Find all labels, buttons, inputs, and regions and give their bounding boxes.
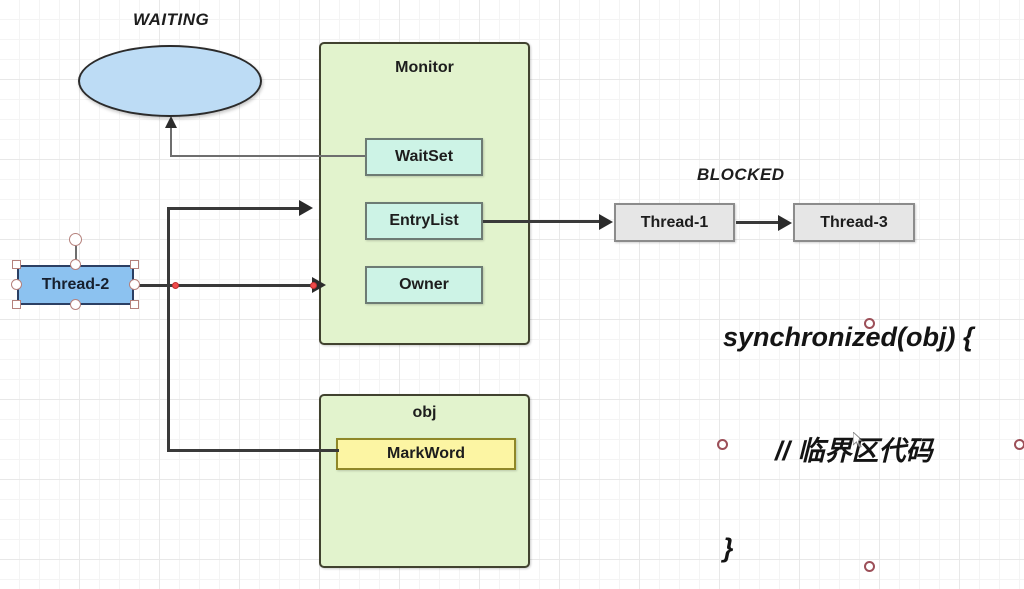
code-block-handle-left[interactable] bbox=[717, 439, 728, 450]
obj-slot-markword-label: MarkWord bbox=[387, 445, 465, 462]
obj-container[interactable]: obj bbox=[319, 394, 530, 568]
obj-title: obj bbox=[412, 404, 437, 421]
connector-trunk-vertical bbox=[167, 207, 170, 452]
monitor-slot-entrylist-label: EntryList bbox=[389, 212, 459, 229]
connector-thread2-to-owner-line bbox=[134, 284, 314, 287]
code-block-handle-bottom[interactable] bbox=[864, 561, 875, 572]
connector-waitset-to-waiting-horizontal bbox=[170, 155, 365, 157]
selection-handle-bottom-center[interactable] bbox=[70, 299, 81, 310]
connector-thread2-to-entrylist-horizontal bbox=[167, 207, 300, 210]
thread-box-thread-1-label: Thread-1 bbox=[640, 213, 709, 231]
code-line-closing-brace: } bbox=[723, 533, 734, 563]
selection-handle-top-center[interactable] bbox=[70, 259, 81, 270]
selection-handle-bottom-right[interactable] bbox=[130, 300, 139, 309]
rotation-handle-stem bbox=[75, 246, 77, 265]
connector-thread2-to-entrylist-arrowhead bbox=[299, 200, 313, 216]
thread-box-thread-3[interactable]: Thread-3 bbox=[793, 203, 915, 242]
selection-handle-top-right[interactable] bbox=[130, 260, 139, 269]
code-block-handle-right[interactable] bbox=[1014, 439, 1024, 450]
state-label-waiting: WAITING bbox=[133, 10, 210, 29]
thread-box-thread-2-label: Thread-2 bbox=[41, 276, 110, 293]
code-block-handle-top[interactable] bbox=[864, 318, 875, 329]
connector-thread2-to-owner-target-endpoint[interactable] bbox=[310, 282, 317, 289]
connector-thread1-to-thread3-arrowhead bbox=[778, 215, 792, 231]
connector-waitset-to-waiting-arrowhead bbox=[165, 116, 177, 128]
connector-thread2-to-owner-arrowhead bbox=[312, 277, 326, 293]
monitor-slot-owner-label: Owner bbox=[399, 276, 449, 293]
monitor-slot-owner[interactable]: Owner bbox=[365, 266, 483, 304]
selection-handle-middle-right[interactable] bbox=[129, 279, 140, 290]
monitor-slot-waitset[interactable]: WaitSet bbox=[365, 138, 483, 176]
monitor-slot-waitset-label: WaitSet bbox=[394, 148, 454, 165]
monitor-slot-entrylist[interactable]: EntryList bbox=[365, 202, 483, 240]
connector-thread2-to-owner-source-endpoint[interactable] bbox=[172, 282, 179, 289]
monitor-title: Monitor bbox=[395, 59, 454, 76]
connector-markword-horizontal bbox=[167, 449, 339, 452]
selection-handle-middle-left[interactable] bbox=[11, 279, 22, 290]
code-line-synchronized: synchronized(obj) { bbox=[723, 322, 974, 352]
selection-handle-bottom-left[interactable] bbox=[12, 300, 21, 309]
code-line-comment: // 临界区代码 bbox=[775, 436, 933, 466]
connector-thread1-to-thread3-line bbox=[736, 221, 780, 224]
thread-box-thread-3-label: Thread-3 bbox=[820, 213, 888, 231]
thread-box-thread-1[interactable]: Thread-1 bbox=[614, 203, 735, 242]
obj-slot-markword[interactable]: MarkWord bbox=[336, 438, 516, 470]
connector-entrylist-to-thread1-arrowhead bbox=[599, 214, 613, 230]
connector-waitset-to-waiting-vertical bbox=[170, 128, 172, 157]
selection-handle-top-left[interactable] bbox=[12, 260, 21, 269]
state-label-blocked: BLOCKED bbox=[697, 165, 785, 184]
waiting-state-ellipse[interactable] bbox=[78, 45, 262, 117]
connector-entrylist-to-thread1-line bbox=[483, 220, 601, 223]
rotation-handle[interactable] bbox=[69, 233, 82, 246]
